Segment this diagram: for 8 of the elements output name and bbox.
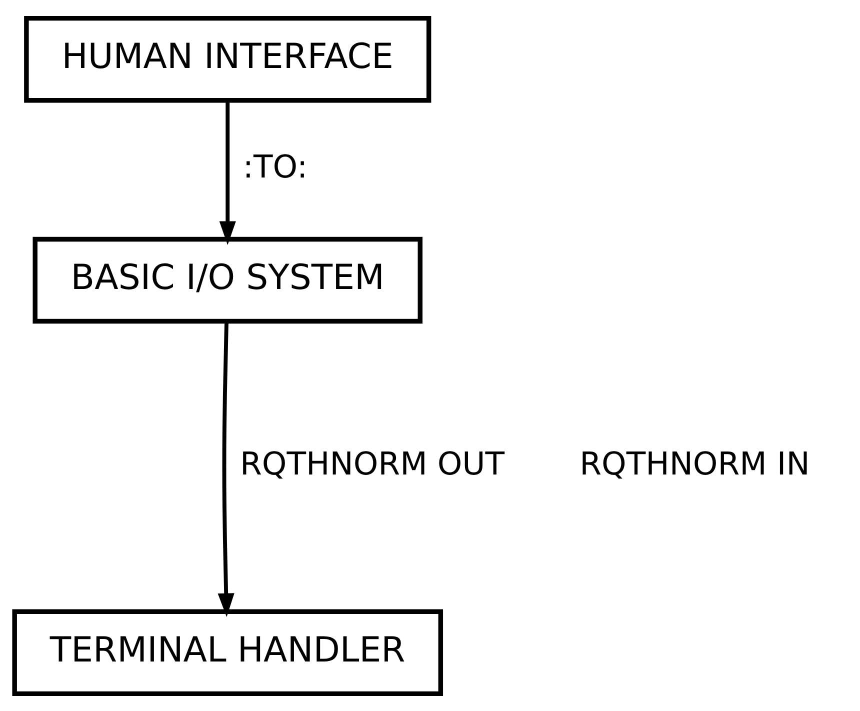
label: RQTHNORM IN <box>580 446 810 482</box>
node-box: TERMINAL HANDLER <box>12 608 444 696</box>
edge-label: :TO: <box>242 149 308 186</box>
node-box: BASIC I/O SYSTEM <box>32 236 422 324</box>
arrow <box>218 321 234 616</box>
edge-label: RQTHNORM OUT <box>240 446 505 482</box>
arrow <box>219 100 236 244</box>
node-box: HUMAN INTERFACE <box>24 15 432 102</box>
